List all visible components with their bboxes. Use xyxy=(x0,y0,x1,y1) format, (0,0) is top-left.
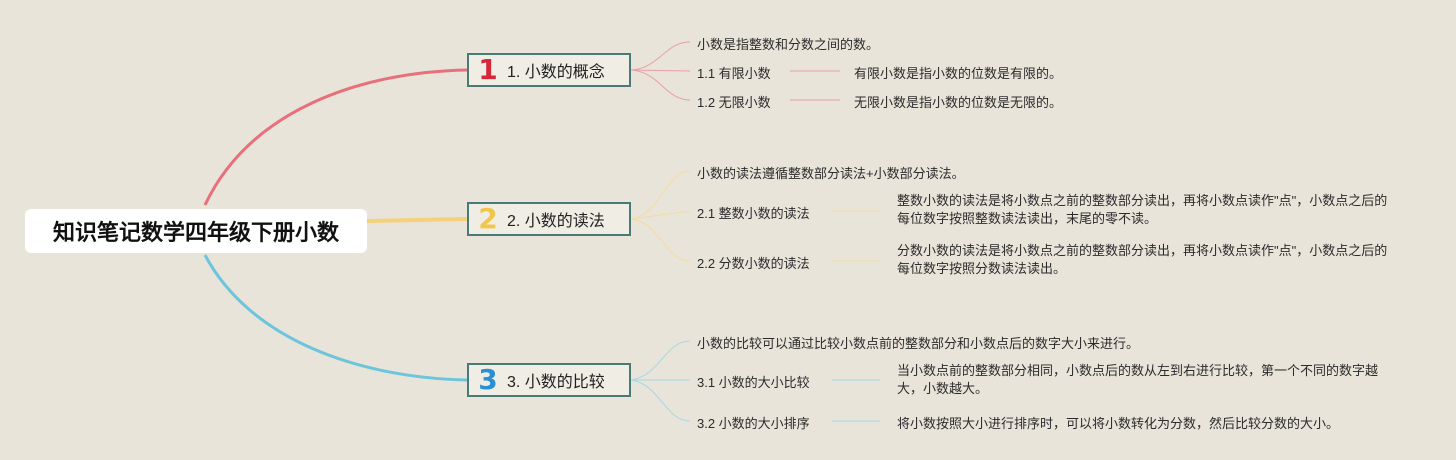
root-title: 知识笔记数学四年级下册小数 xyxy=(52,220,339,245)
intro-2[interactable]: 小数的读法遵循整数部分读法+小数部分读法。 xyxy=(697,166,965,181)
sub-label-3-2[interactable]: 3.2 小数的大小排序 xyxy=(697,416,810,431)
sub-desc-2-1[interactable]: 整数小数的读法是将小数点之前的整数部分读出，再将小数点读作"点"，小数点之后的每… xyxy=(897,193,1388,226)
branch-title-3: 3. 小数的比较 xyxy=(507,374,605,391)
sub-label-3-1[interactable]: 3.1 小数的大小比较 xyxy=(697,375,810,390)
root-topic[interactable]: 知识笔记数学四年级下册小数 xyxy=(25,209,367,253)
link-root-branch-3 xyxy=(203,254,468,382)
intro-3[interactable]: 小数的比较可以通过比较小数点前的整数部分和小数点后的数字大小来进行。 xyxy=(697,336,1140,351)
branch-topic-3[interactable]: 3 3. 小数的比较 xyxy=(467,363,631,397)
link-root-branch-1 xyxy=(203,68,468,206)
sub-desc-1-1[interactable]: 有限小数是指小数的位数是有限的。 xyxy=(854,66,1063,81)
sub-label-1-2[interactable]: 1.2 无限小数 xyxy=(697,95,771,110)
link-root-branch-2 xyxy=(366,217,468,223)
intro-1[interactable]: 小数是指整数和分数之间的数。 xyxy=(697,37,880,52)
sub-desc-3-1[interactable]: 当小数点前的整数部分相同，小数点后的数从左到右进行比较，第一个不同的数字越大，小… xyxy=(897,363,1379,396)
sub-label-2-2[interactable]: 2.2 分数小数的读法 xyxy=(697,256,810,271)
sub-desc-2-2[interactable]: 分数小数的读法是将小数点之前的整数部分读出，再将小数点读作"点"，小数点之后的每… xyxy=(897,243,1388,276)
branch-title-2: 2. 小数的读法 xyxy=(507,213,605,230)
sub-desc-1-2[interactable]: 无限小数是指小数的位数是无限的。 xyxy=(854,95,1063,110)
sub-label-1-1[interactable]: 1.1 有限小数 xyxy=(697,66,771,81)
branch-title-1: 1. 小数的概念 xyxy=(507,64,605,81)
sub-label-2-1[interactable]: 2.1 整数小数的读法 xyxy=(697,206,810,221)
branch-topic-2[interactable]: 2 2. 小数的读法 xyxy=(467,202,631,236)
number-icon-2: 2 xyxy=(478,202,498,235)
number-icon-1: 1 xyxy=(478,53,498,86)
number-icon-3: 3 xyxy=(478,363,498,396)
branch-topic-1[interactable]: 1 1. 小数的概念 xyxy=(467,53,631,87)
sub-desc-3-2[interactable]: 将小数按照大小进行排序时，可以将小数转化为分数，然后比较分数的大小。 xyxy=(897,416,1340,431)
